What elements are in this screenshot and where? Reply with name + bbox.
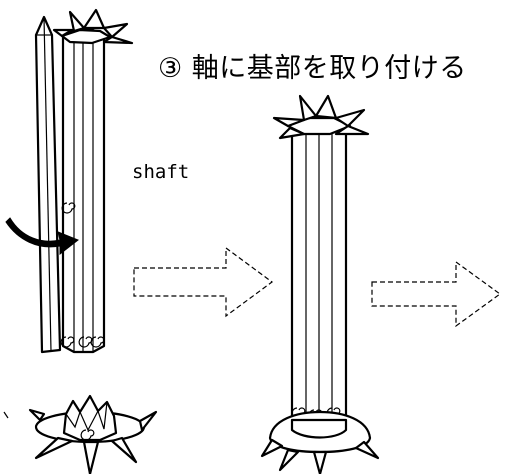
hex-tube-left — [60, 28, 106, 354]
shaft-label: shaft — [132, 161, 190, 183]
star-cap-middle — [272, 94, 370, 140]
assembled-tube — [290, 120, 348, 430]
assembled-base — [260, 410, 380, 474]
shaft-pencil — [34, 15, 62, 354]
step-arrow-2 — [371, 260, 502, 328]
insert-arrow — [5, 217, 79, 256]
crown-base — [28, 394, 158, 474]
step-title: ③ 軸に基部を取り付ける — [158, 53, 467, 84]
edge-mark — [3, 411, 9, 419]
step-arrow-1 — [133, 246, 274, 318]
star-cap-left — [52, 8, 134, 45]
